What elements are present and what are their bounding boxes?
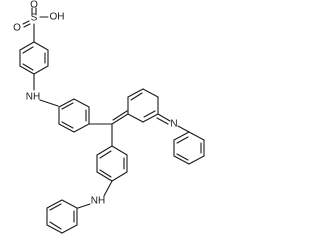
chemical-structure: O OH S O NH N NH — [13, 0, 205, 234]
amine-linker-left — [33, 73, 59, 107]
ring-sulfophenyl — [19, 41, 49, 75]
atom-sulfur: S — [31, 13, 38, 24]
ring-phenylene-middle — [58, 98, 90, 133]
atom-oxygen-top: O — [30, 0, 38, 11]
central-carbon-bonds — [88, 110, 129, 147]
atom-hydroxyl: OH — [50, 12, 65, 23]
amine-linker-bottom — [77, 180, 113, 209]
atom-imine-nitrogen: N — [170, 119, 177, 130]
atom-amine-left: NH — [26, 92, 40, 103]
atom-amine-bottom: NH — [91, 196, 105, 207]
ring-phenylene-bottom — [96, 145, 128, 182]
sulfonic-acid-group — [22, 7, 49, 43]
ring-quinoid — [127, 88, 159, 123]
atom-oxygen-left: O — [13, 23, 21, 34]
imine-bond — [156, 113, 190, 133]
ring-phenyl-imine — [173, 131, 205, 165]
ring-phenyl-bottom — [46, 199, 78, 234]
